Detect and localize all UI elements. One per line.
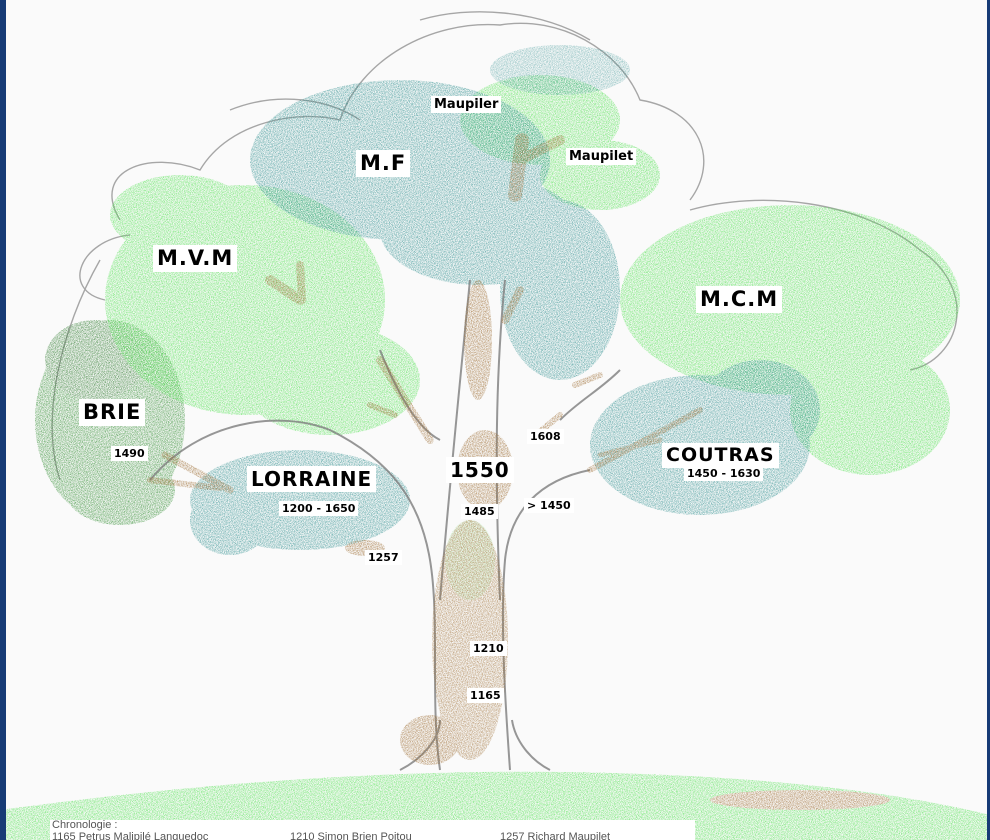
chronology-title: Chronologie : — [52, 819, 118, 831]
label-1608: 1608 — [527, 429, 564, 444]
label-1485: 1485 — [461, 504, 498, 519]
label-mcm: M.C.M — [696, 286, 783, 313]
label-1165: 1165 — [467, 688, 504, 703]
label-coutras-years: 1450 - 1630 — [684, 466, 764, 481]
frame-border-left — [0, 0, 6, 840]
label-lorraine-years: 1200 - 1650 — [279, 501, 359, 516]
label-1210: 1210 — [470, 641, 507, 656]
label-gt1450: > 1450 — [524, 498, 574, 513]
chronology-entry: 1257 Richard Maupilet — [500, 831, 611, 840]
frame-border-right — [987, 0, 990, 840]
label-maupilet: Maupilet — [566, 148, 637, 165]
chronology-entry: 1210 Simon Brien Poitou — [290, 831, 412, 840]
chronology-entry: 1165 Petrus Malipilé Languedoc — [52, 831, 209, 840]
label-lorraine: LORRAINE — [247, 466, 377, 492]
label-coutras: COUTRAS — [662, 443, 779, 468]
label-maupiler: Maupiler — [431, 96, 502, 113]
label-1257: 1257 — [365, 550, 402, 565]
label-mf: M.F — [356, 150, 411, 177]
label-brie: BRIE — [79, 399, 146, 426]
chronology: Chronologie : 1165 Petrus Malipilé Langu… — [50, 819, 695, 840]
label-brie-year: 1490 — [111, 446, 148, 461]
label-mvm: M.V.M — [153, 245, 238, 272]
branches — [147, 133, 703, 494]
label-1550: 1550 — [446, 457, 514, 483]
